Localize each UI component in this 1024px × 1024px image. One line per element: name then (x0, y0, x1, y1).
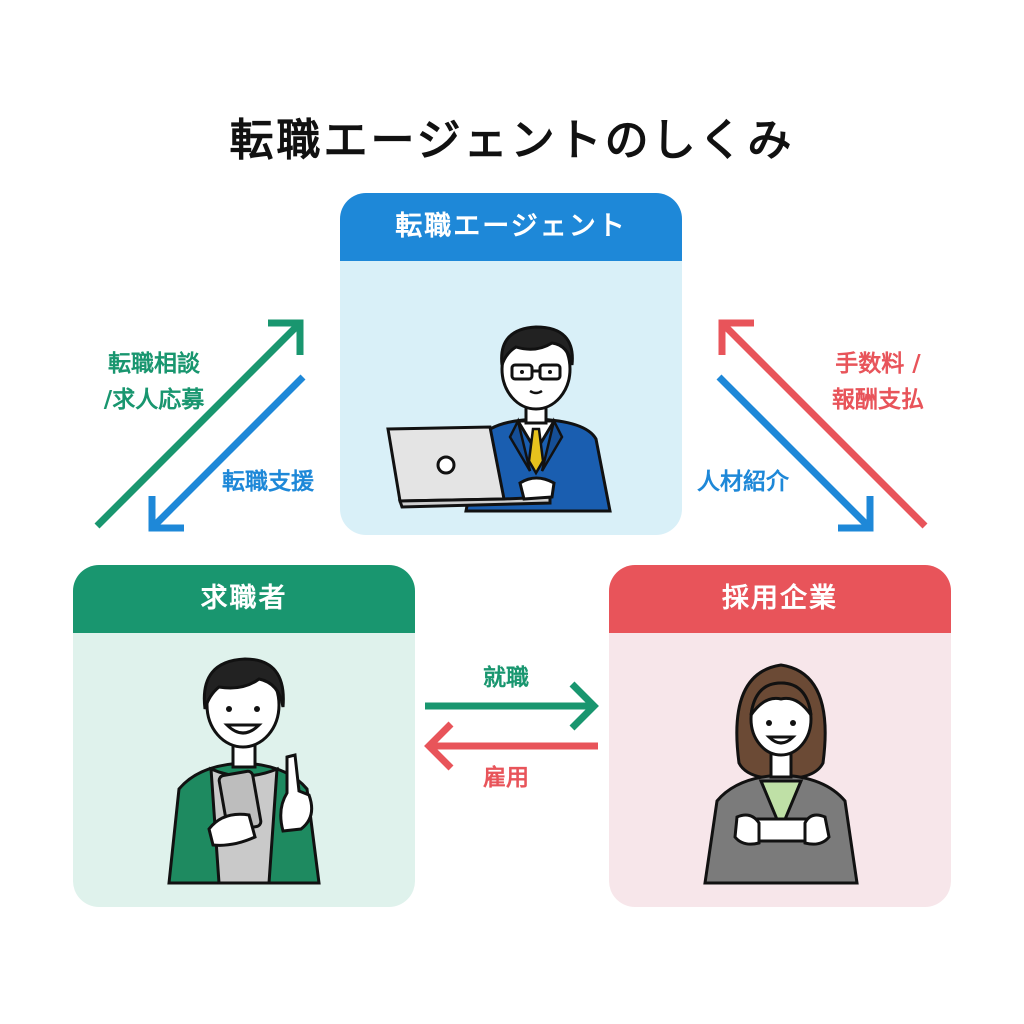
company-header: 採用企業 (609, 565, 951, 633)
agent-header: 転職エージェント (340, 193, 682, 261)
arrow-seeker-to-company (425, 681, 599, 731)
company-box: 採用企業 (609, 565, 951, 907)
arrow-company-to-seeker (424, 721, 598, 771)
agent-box: 転職エージェント (340, 193, 682, 535)
arrow-agent-to-company (716, 374, 874, 532)
page-title: 転職エージェントのしくみ (229, 115, 795, 166)
label-company-to-agent-line2: 報酬支払 (832, 387, 924, 413)
company-body (609, 633, 951, 907)
seeker-box: 求職者 (73, 565, 415, 907)
label-seeker-to-agent-line1: 転職相談 (108, 351, 200, 377)
label-agent-to-seeker: 転職支援 (222, 469, 314, 495)
arrow-agent-to-seeker (148, 374, 306, 532)
label-company-to-agent-line1: 手数料 / (835, 351, 921, 377)
arrow-seeker-to-agent (94, 319, 304, 529)
company-woman-card-icon (703, 663, 859, 885)
agent-body (340, 261, 682, 535)
seeker-header: 求職者 (73, 565, 415, 633)
label-agent-to-company: 人材紹介 (697, 469, 789, 495)
label-company-to-seeker: 雇用 (483, 765, 529, 791)
label-seeker-to-agent: 転職相談 /求人応募 (84, 346, 224, 418)
label-seeker-to-agent-line2: /求人応募 (103, 387, 205, 413)
agent-man-laptop-icon (386, 325, 612, 513)
job-seeker-smartphone-icon (167, 657, 321, 885)
label-seeker-to-company: 就職 (483, 665, 529, 691)
arrow-company-to-agent (718, 319, 928, 529)
seeker-body (73, 633, 415, 907)
label-company-to-agent: 手数料 / 報酬支払 (808, 346, 948, 418)
